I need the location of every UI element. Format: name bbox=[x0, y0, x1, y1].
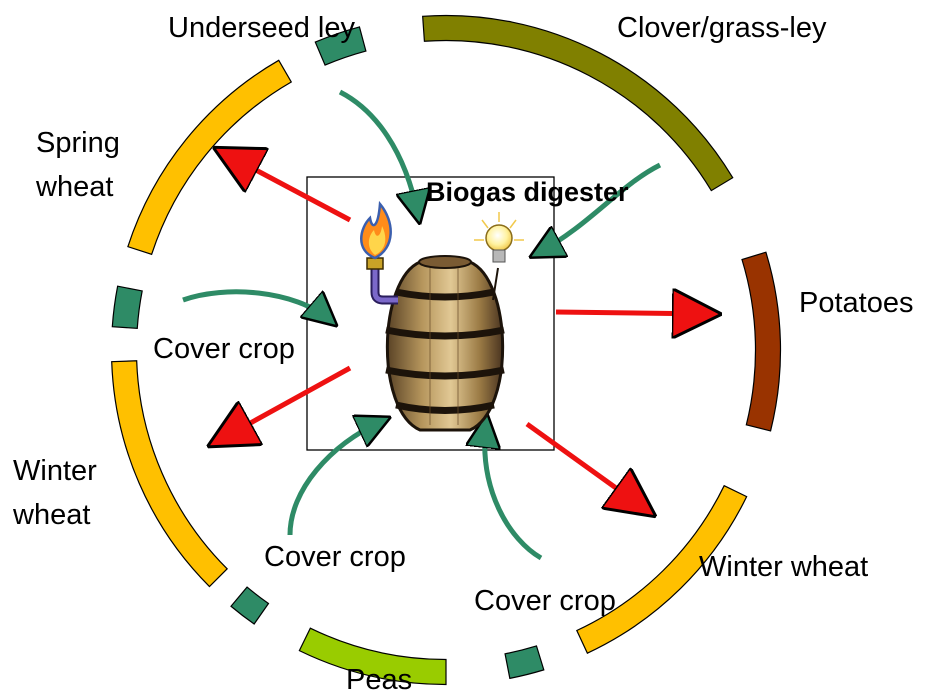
arrow-to-spring-wheat bbox=[222, 152, 350, 220]
digester-title: Biogas digester bbox=[426, 177, 629, 207]
label-potatoes: Potatoes bbox=[799, 287, 913, 319]
label-winter-wheat-left-line2: wheat bbox=[12, 499, 90, 531]
arrow-to-potatoes bbox=[556, 312, 712, 314]
label-clover-grass-ley: Clover/grass-ley bbox=[617, 12, 827, 44]
arrow-from-underseed-ley bbox=[340, 92, 418, 215]
segment-cover-crop-bottom-left bbox=[231, 587, 268, 624]
label-spring-wheat-line2: wheat bbox=[35, 171, 113, 203]
label-winter-wheat-right: Winter wheat bbox=[699, 551, 868, 583]
segment-spring-wheat bbox=[128, 60, 291, 254]
arrow-from-cover-crop-bottom-right bbox=[485, 423, 541, 558]
segment-potatoes bbox=[742, 252, 781, 431]
arrow-from-cover-crop-bottom-left bbox=[290, 421, 382, 535]
barrel-icon bbox=[386, 256, 504, 430]
arrow-to-winter-wheat-left bbox=[216, 368, 350, 442]
segment-winter-wheat-left bbox=[112, 361, 227, 587]
label-peas: Peas bbox=[346, 664, 412, 695]
segment-cover-crop-bottom-right bbox=[505, 646, 544, 678]
label-winter-wheat-left-line1: Winter bbox=[13, 455, 97, 487]
label-cover-crop-bottom-left: Cover crop bbox=[264, 541, 406, 573]
label-underseed-ley: Underseed ley bbox=[168, 12, 355, 44]
label-spring-wheat-line1: Spring bbox=[36, 127, 120, 159]
label-cover-crop-bottom-right: Cover crop bbox=[474, 585, 616, 617]
arrow-to-winter-wheat-right bbox=[527, 424, 648, 511]
label-cover-crop-left: Cover crop bbox=[153, 333, 295, 365]
arrow-from-cover-crop-left bbox=[183, 292, 330, 320]
flame-icon bbox=[361, 204, 390, 269]
segment-cover-crop-left bbox=[112, 286, 142, 328]
